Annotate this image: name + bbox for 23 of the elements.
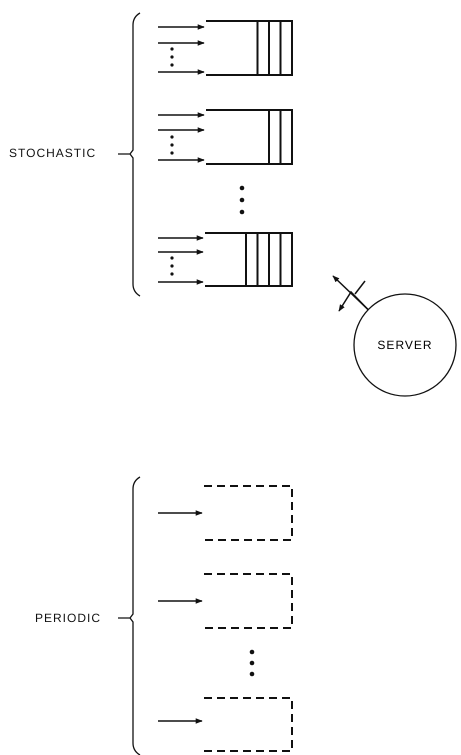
group-label: STOCHASTIC [9, 146, 96, 160]
arrow [158, 112, 205, 118]
arrow [158, 24, 205, 30]
arrow [158, 598, 203, 604]
arrow [338, 290, 369, 312]
queue-box [205, 109, 293, 165]
arrow [158, 249, 204, 255]
arrow [158, 40, 205, 46]
queue-box [203, 485, 293, 541]
arrow [158, 235, 204, 241]
queue-box [204, 232, 293, 287]
group-label: PERIODIC [35, 611, 102, 625]
arrow [158, 718, 203, 724]
arrow [158, 279, 204, 285]
arrow [158, 157, 205, 163]
queue-box [205, 20, 293, 76]
queue-box [203, 573, 293, 629]
arrow [158, 127, 205, 133]
arrow [158, 69, 205, 75]
server-label: SERVER [377, 338, 433, 352]
arrow [158, 510, 203, 516]
queue-box [203, 697, 293, 752]
server-circle [353, 293, 457, 397]
